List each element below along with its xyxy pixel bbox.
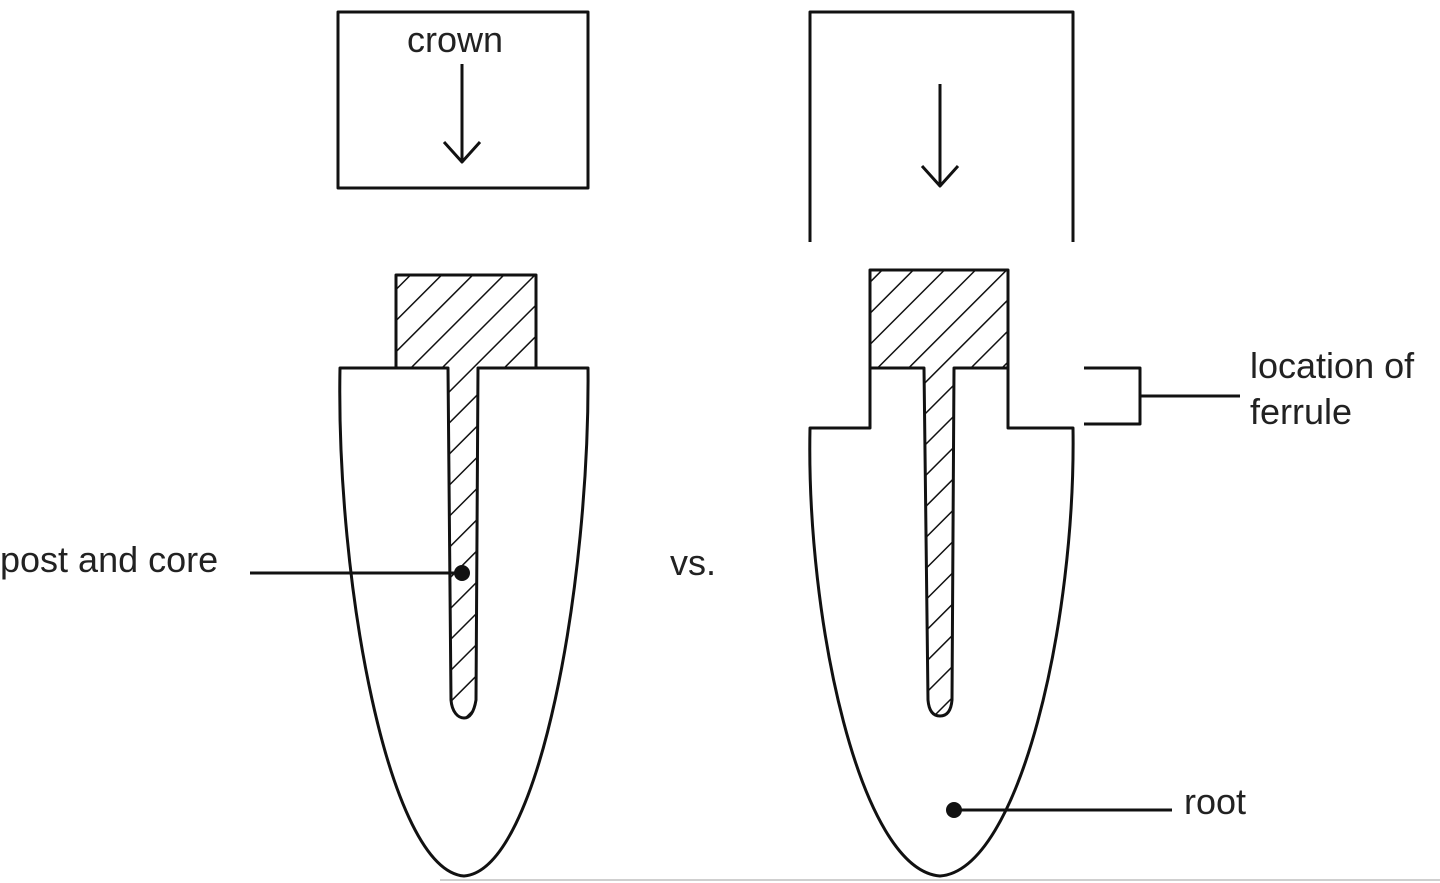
- left-post-and-core: [394, 273, 538, 720]
- left-crown-block: [336, 10, 590, 190]
- post-and-core-leader-line: [250, 565, 470, 581]
- right-tooth-with-ferrule: location of ferrule root: [808, 10, 1415, 878]
- ferrule-label-line2: ferrule: [1250, 391, 1352, 432]
- left-tooth-no-ferrule: crown post and core: [0, 10, 590, 878]
- right-crown-outline: [808, 10, 1075, 242]
- right-post-and-core: [868, 268, 1010, 718]
- root-label: root: [1184, 781, 1246, 822]
- crown-label: crown: [407, 19, 503, 60]
- left-crown-arrow-icon: [442, 64, 482, 164]
- vs-label: vs.: [670, 542, 716, 583]
- right-crown-arrow-icon: [920, 84, 960, 188]
- ferrule-bracket: [1084, 366, 1240, 426]
- ferrule-label-line1: location of: [1250, 345, 1415, 386]
- root-leader-line: [946, 802, 1172, 818]
- post-and-core-label: post and core: [0, 539, 218, 580]
